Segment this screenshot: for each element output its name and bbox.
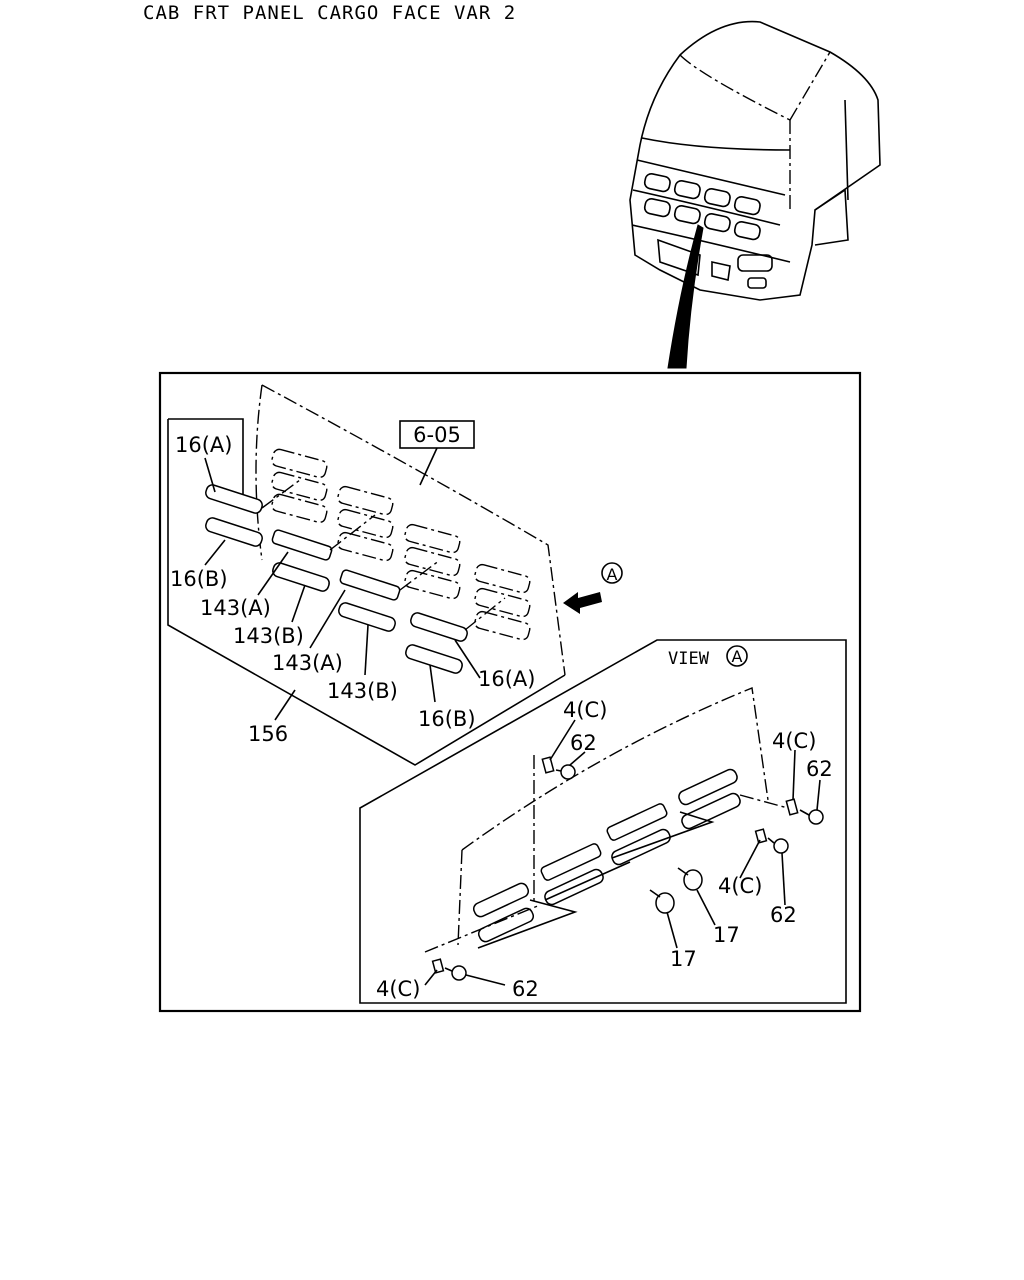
truck-cab-illustration	[629, 20, 881, 369]
part-16a-bar	[410, 612, 468, 642]
part-143b-bar	[338, 602, 396, 632]
screw-62	[451, 965, 467, 981]
clip-4c	[431, 958, 445, 974]
view-direction-arrow-icon	[563, 592, 602, 614]
view-a-bar	[477, 907, 535, 943]
callout-16a: 16(A)	[478, 667, 535, 691]
view-a-marker-circle	[726, 645, 748, 667]
view-a-bar	[681, 792, 741, 830]
screw-62	[773, 838, 789, 854]
pushpin-17	[677, 867, 703, 891]
callout-17: 17	[713, 923, 740, 947]
callout-17: 17	[670, 947, 697, 971]
callout-143a: 143(A)	[200, 596, 271, 620]
view-a-bar	[606, 803, 668, 841]
view-marker-circle	[601, 562, 623, 584]
part-143a-bar	[339, 569, 401, 601]
fastener-top	[541, 756, 576, 780]
view-marker-letter: A	[607, 565, 618, 584]
grille-bars	[205, 479, 506, 674]
callout-143a: 143(A)	[272, 651, 343, 675]
callout-4c: 4(C)	[563, 698, 607, 722]
page-title: CAB FRT PANEL CARGO FACE VAR 2	[143, 2, 517, 24]
callout-156: 156	[248, 722, 288, 746]
part-16b-bar	[405, 644, 463, 674]
view-a-group: VIEW A	[359, 639, 847, 1004]
callout-4c: 4(C)	[718, 874, 762, 898]
grille-exploded-group: 6-05 A 16(A) 16(B) 143(A) 143(B) 143(A) …	[167, 384, 623, 766]
view-a-bar	[472, 882, 530, 918]
view-label: VIEW	[668, 649, 710, 669]
fastener-bottom	[431, 958, 467, 981]
pushpin-17	[649, 889, 675, 914]
callout-62: 62	[770, 903, 797, 927]
callout-62: 62	[512, 977, 539, 1001]
callout-4c: 4(C)	[772, 729, 816, 753]
panel-openings	[271, 448, 531, 641]
clip-4c	[754, 828, 768, 844]
part-16b-bar	[205, 517, 263, 547]
fastener-right	[785, 798, 824, 825]
view-a-marker-letter: A	[732, 647, 743, 666]
callout-62: 62	[806, 757, 833, 781]
callout-143b: 143(B)	[233, 624, 304, 648]
callout-143b: 143(B)	[327, 679, 398, 703]
screw-62	[808, 809, 824, 825]
clip-4c	[541, 756, 555, 774]
part-16a-bar	[205, 484, 263, 514]
clip-4c	[785, 798, 799, 816]
part-143b-bar	[272, 562, 330, 592]
callout-16b: 16(B)	[170, 567, 228, 591]
ref-box-label: 6-05	[413, 423, 461, 447]
fastener-mid	[754, 828, 789, 854]
view-a-bar	[540, 843, 602, 881]
detail-frame	[158, 371, 862, 1013]
view-a-bar	[678, 768, 738, 806]
callout-16a: 16(A)	[175, 433, 232, 457]
screw-62	[560, 764, 576, 780]
callout-62: 62	[570, 731, 597, 755]
part-143a-bar	[271, 529, 333, 561]
callout-4c: 4(C)	[376, 977, 420, 1001]
callout-16b: 16(B)	[418, 707, 476, 731]
